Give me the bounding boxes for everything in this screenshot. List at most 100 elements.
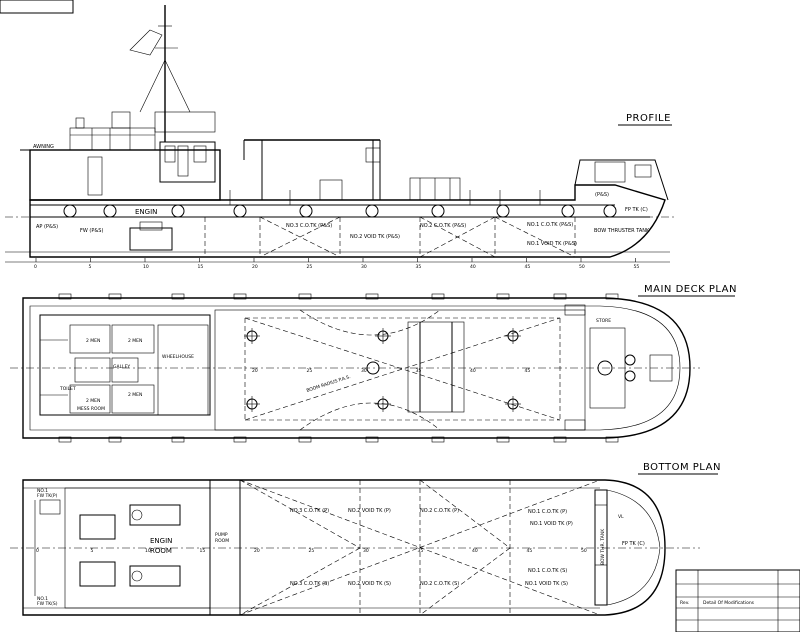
profile-fp-label: FP TK (C) <box>625 207 648 213</box>
deck-frame-number: 20 <box>252 368 258 374</box>
deck-fender <box>58 436 72 443</box>
mooring-bitt <box>375 396 391 412</box>
profile-frame-number: 20 <box>252 264 258 270</box>
bottom-fp-label: FP TK (C) <box>622 541 645 547</box>
profile-engine-label: ENGIN <box>135 208 157 216</box>
deck-fender <box>108 436 122 443</box>
bottom-fw-s-label-1: NO.1 <box>37 596 48 602</box>
bottom-void2p-label: NO.2 VOID TK (P) <box>348 508 391 514</box>
deck-fender <box>171 436 185 443</box>
bottom-frame-number: 15 <box>200 548 206 554</box>
profile-tank2-label: NO.2 C.O.TK (P&S) <box>420 223 466 229</box>
deck-fender <box>298 293 312 300</box>
deck-fender <box>365 293 379 300</box>
cabin-label-b: 2 MEN <box>128 338 142 344</box>
modifications-header: Detail Of Modifications <box>703 600 755 606</box>
bottom-frame-number: 40 <box>472 548 478 554</box>
deck-fender <box>553 293 567 300</box>
cabin-label-c: 2 MEN <box>86 398 100 404</box>
profile-void2-label: NO.2 VOID TK (P&S) <box>350 234 400 240</box>
mooring-bitt <box>505 328 521 344</box>
cabin-label-d: 2 MEN <box>128 392 142 398</box>
profile-frame-number: 30 <box>361 264 367 270</box>
pump-room-label-1: PUMP <box>215 532 228 538</box>
rev-header: Rev. <box>680 600 689 606</box>
bottom-fw-s-label-2: FW TK(S) <box>37 601 58 607</box>
profile-frame-number: 5 <box>89 264 92 270</box>
bottom-void2s-label: NO.2 VOID TK (S) <box>348 581 391 587</box>
deck-fender <box>496 293 510 300</box>
bottom-frame-number: 50 <box>581 548 587 554</box>
deck-frame-number: 25 <box>307 368 313 374</box>
bottom-frame-number: 10 <box>145 548 151 554</box>
galley-label: GALLEY <box>113 364 130 370</box>
boom-radius-label: BOOM RADIUS P.A.S. <box>306 374 352 394</box>
bottom-frame-number: 5 <box>91 548 94 554</box>
bottom-void1s-label: NO.1 VOID TK (S) <box>525 581 568 587</box>
profile-ps-label: (P&S) <box>595 192 609 198</box>
deck-frame-number: 30 <box>361 368 367 374</box>
profile-frame-number: 45 <box>525 264 531 270</box>
main-deck-plan-view: 2 MEN 2 MEN 2 MEN 2 MEN WHEELHOUSE GALLE… <box>10 284 737 443</box>
bottom-plan-title: BOTTOM PLAN <box>643 462 721 473</box>
deck-fender <box>365 436 379 443</box>
deck-fender <box>431 293 445 300</box>
profile-frame-number: 50 <box>579 264 585 270</box>
bottom-fw-p-label-1: NO.1 <box>37 488 48 494</box>
bottom-frame-number: 35 <box>418 548 424 554</box>
drawing-corner-box <box>0 0 74 14</box>
mooring-bitt <box>505 396 521 412</box>
deck-frame-number: 40 <box>470 368 476 374</box>
bottom-tank2s-label: NO.2 C.O.TK (S) <box>420 581 459 587</box>
bottom-plan-view: NO.1 FW TK(P) NO.1 FW TK(S) ENGIN ROOM P… <box>10 462 721 616</box>
mooring-bitt <box>244 328 260 344</box>
bottom-tank1s-label: NO.1 C.O.TK (S) <box>528 568 567 574</box>
deck-fender <box>431 436 445 443</box>
deck-fender <box>108 293 122 300</box>
profile-thruster-label: BOW THRUSTER TANK <box>594 228 650 234</box>
profile-frame-number: 15 <box>198 264 204 270</box>
bottom-vl-label: VL <box>618 514 624 520</box>
bottom-frame-number: 25 <box>309 548 315 554</box>
store-label: STORE <box>596 318 611 324</box>
revision-title-block: Rev. Detail Of Modifications <box>675 569 800 632</box>
awning-label: AWNING <box>33 144 54 150</box>
main-deck-plan-title: MAIN DECK PLAN <box>644 284 737 295</box>
deck-fender <box>605 293 619 300</box>
mooring-bitt <box>244 396 260 412</box>
profile-frame-number: 55 <box>634 264 640 270</box>
bottom-tank1p-label: NO.1 C.O.TK (P) <box>528 509 567 515</box>
bottom-frame-number: 20 <box>254 548 260 554</box>
profile-frame-number: 35 <box>416 264 422 270</box>
bottom-frame-number: 30 <box>363 548 369 554</box>
bottom-tank3s-label: NO.3 C.O.TK (S) <box>290 581 329 587</box>
deck-fender <box>58 293 72 300</box>
mooring-bitt <box>375 328 391 344</box>
profile-frame-number: 10 <box>143 264 149 270</box>
deck-fender <box>171 293 185 300</box>
profile-ap-label: AP (P&S) <box>36 224 58 230</box>
mess-room-label: MESS ROOM <box>77 406 105 412</box>
bottom-tank2p-label: NO.2 C.O.TK (P) <box>420 508 459 514</box>
profile-title: PROFILE <box>626 113 671 124</box>
bottom-frame-number: 45 <box>527 548 533 554</box>
profile-fw-label: FW (P&S) <box>80 228 103 234</box>
profile-frame-number: 0 <box>34 264 37 270</box>
deck-fender <box>233 436 247 443</box>
deck-fender <box>605 436 619 443</box>
bottom-engine-label-1: ENGIN <box>150 537 172 545</box>
bottom-void1p-label: NO.1 VOID TK (P) <box>530 521 573 527</box>
cabin-label-a: 2 MEN <box>86 338 100 344</box>
profile-tank1-label: NO.1 C.O.TK (P&S) <box>527 222 573 228</box>
deck-fender <box>553 436 567 443</box>
deck-frame-number: 35 <box>416 368 422 374</box>
wheelhouse-label: WHEELHOUSE <box>162 354 194 360</box>
deck-fender <box>496 436 510 443</box>
bottom-engine-label-2: ROOM <box>150 547 172 555</box>
profile-void1-label: NO.1 VOID TK (P&S) <box>527 241 577 247</box>
bottom-thruster-label: BOW THR. TANK <box>600 528 606 565</box>
